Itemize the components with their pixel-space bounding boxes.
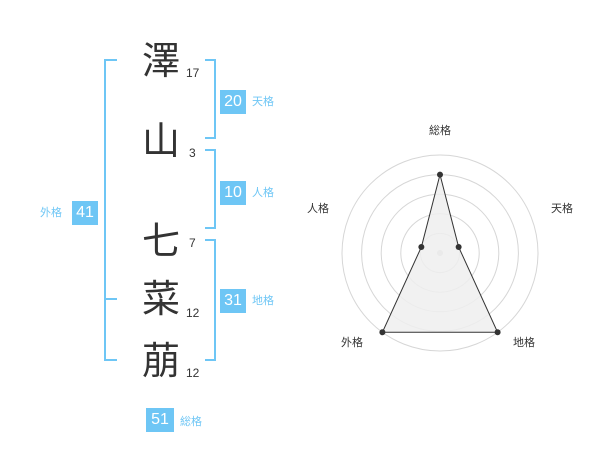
radar-label-gaikaku: 外格: [341, 336, 363, 349]
name-char-3: 七: [142, 219, 181, 263]
jinkaku-label: 人格: [252, 186, 274, 199]
stroke-count-2: 3: [189, 146, 196, 160]
radar-point-0: [437, 171, 443, 178]
radar-label-jinkaku: 人格: [307, 202, 329, 215]
radar-point-4: [418, 243, 425, 250]
radar-label-chikaku: 地格: [513, 336, 535, 349]
name-char-5: 萠: [142, 339, 181, 383]
radar-point-3: [379, 329, 386, 336]
tenkaku-label: 天格: [252, 95, 274, 108]
radar-label-tenkaku: 天格: [551, 202, 573, 215]
tenkaku-bracket: [205, 59, 216, 139]
radar-value-polygon: [381, 174, 499, 333]
name-char-2: 山: [142, 119, 181, 163]
stroke-count-1: 17: [186, 66, 200, 80]
radar-grid-ring: [341, 154, 539, 352]
chikaku-value-badge: 31: [220, 289, 246, 313]
tenkaku-value-badge: 20: [220, 90, 246, 114]
stroke-count-4: 12: [186, 306, 200, 320]
stroke-count-5: 12: [186, 366, 200, 380]
soukaku-label: 総格: [180, 415, 202, 428]
gaikaku-value-badge: 41: [72, 201, 98, 225]
name-char-4: 菜: [142, 277, 181, 321]
soukaku-value-badge: 51: [146, 408, 174, 432]
jinkaku-bracket: [205, 149, 216, 229]
stroke-count-3: 7: [189, 236, 196, 250]
radar-point-2: [494, 329, 501, 336]
gaikaku-label: 外格: [40, 206, 62, 219]
radar-label-soukaku: 総格: [429, 124, 451, 137]
gaikaku-bracket: [104, 59, 117, 361]
jinkaku-value-badge: 10: [220, 181, 246, 205]
chikaku-label: 地格: [252, 294, 274, 307]
name-char-1: 澤: [142, 39, 181, 83]
chikaku-bracket: [205, 239, 216, 361]
radar-point-1: [455, 243, 462, 250]
